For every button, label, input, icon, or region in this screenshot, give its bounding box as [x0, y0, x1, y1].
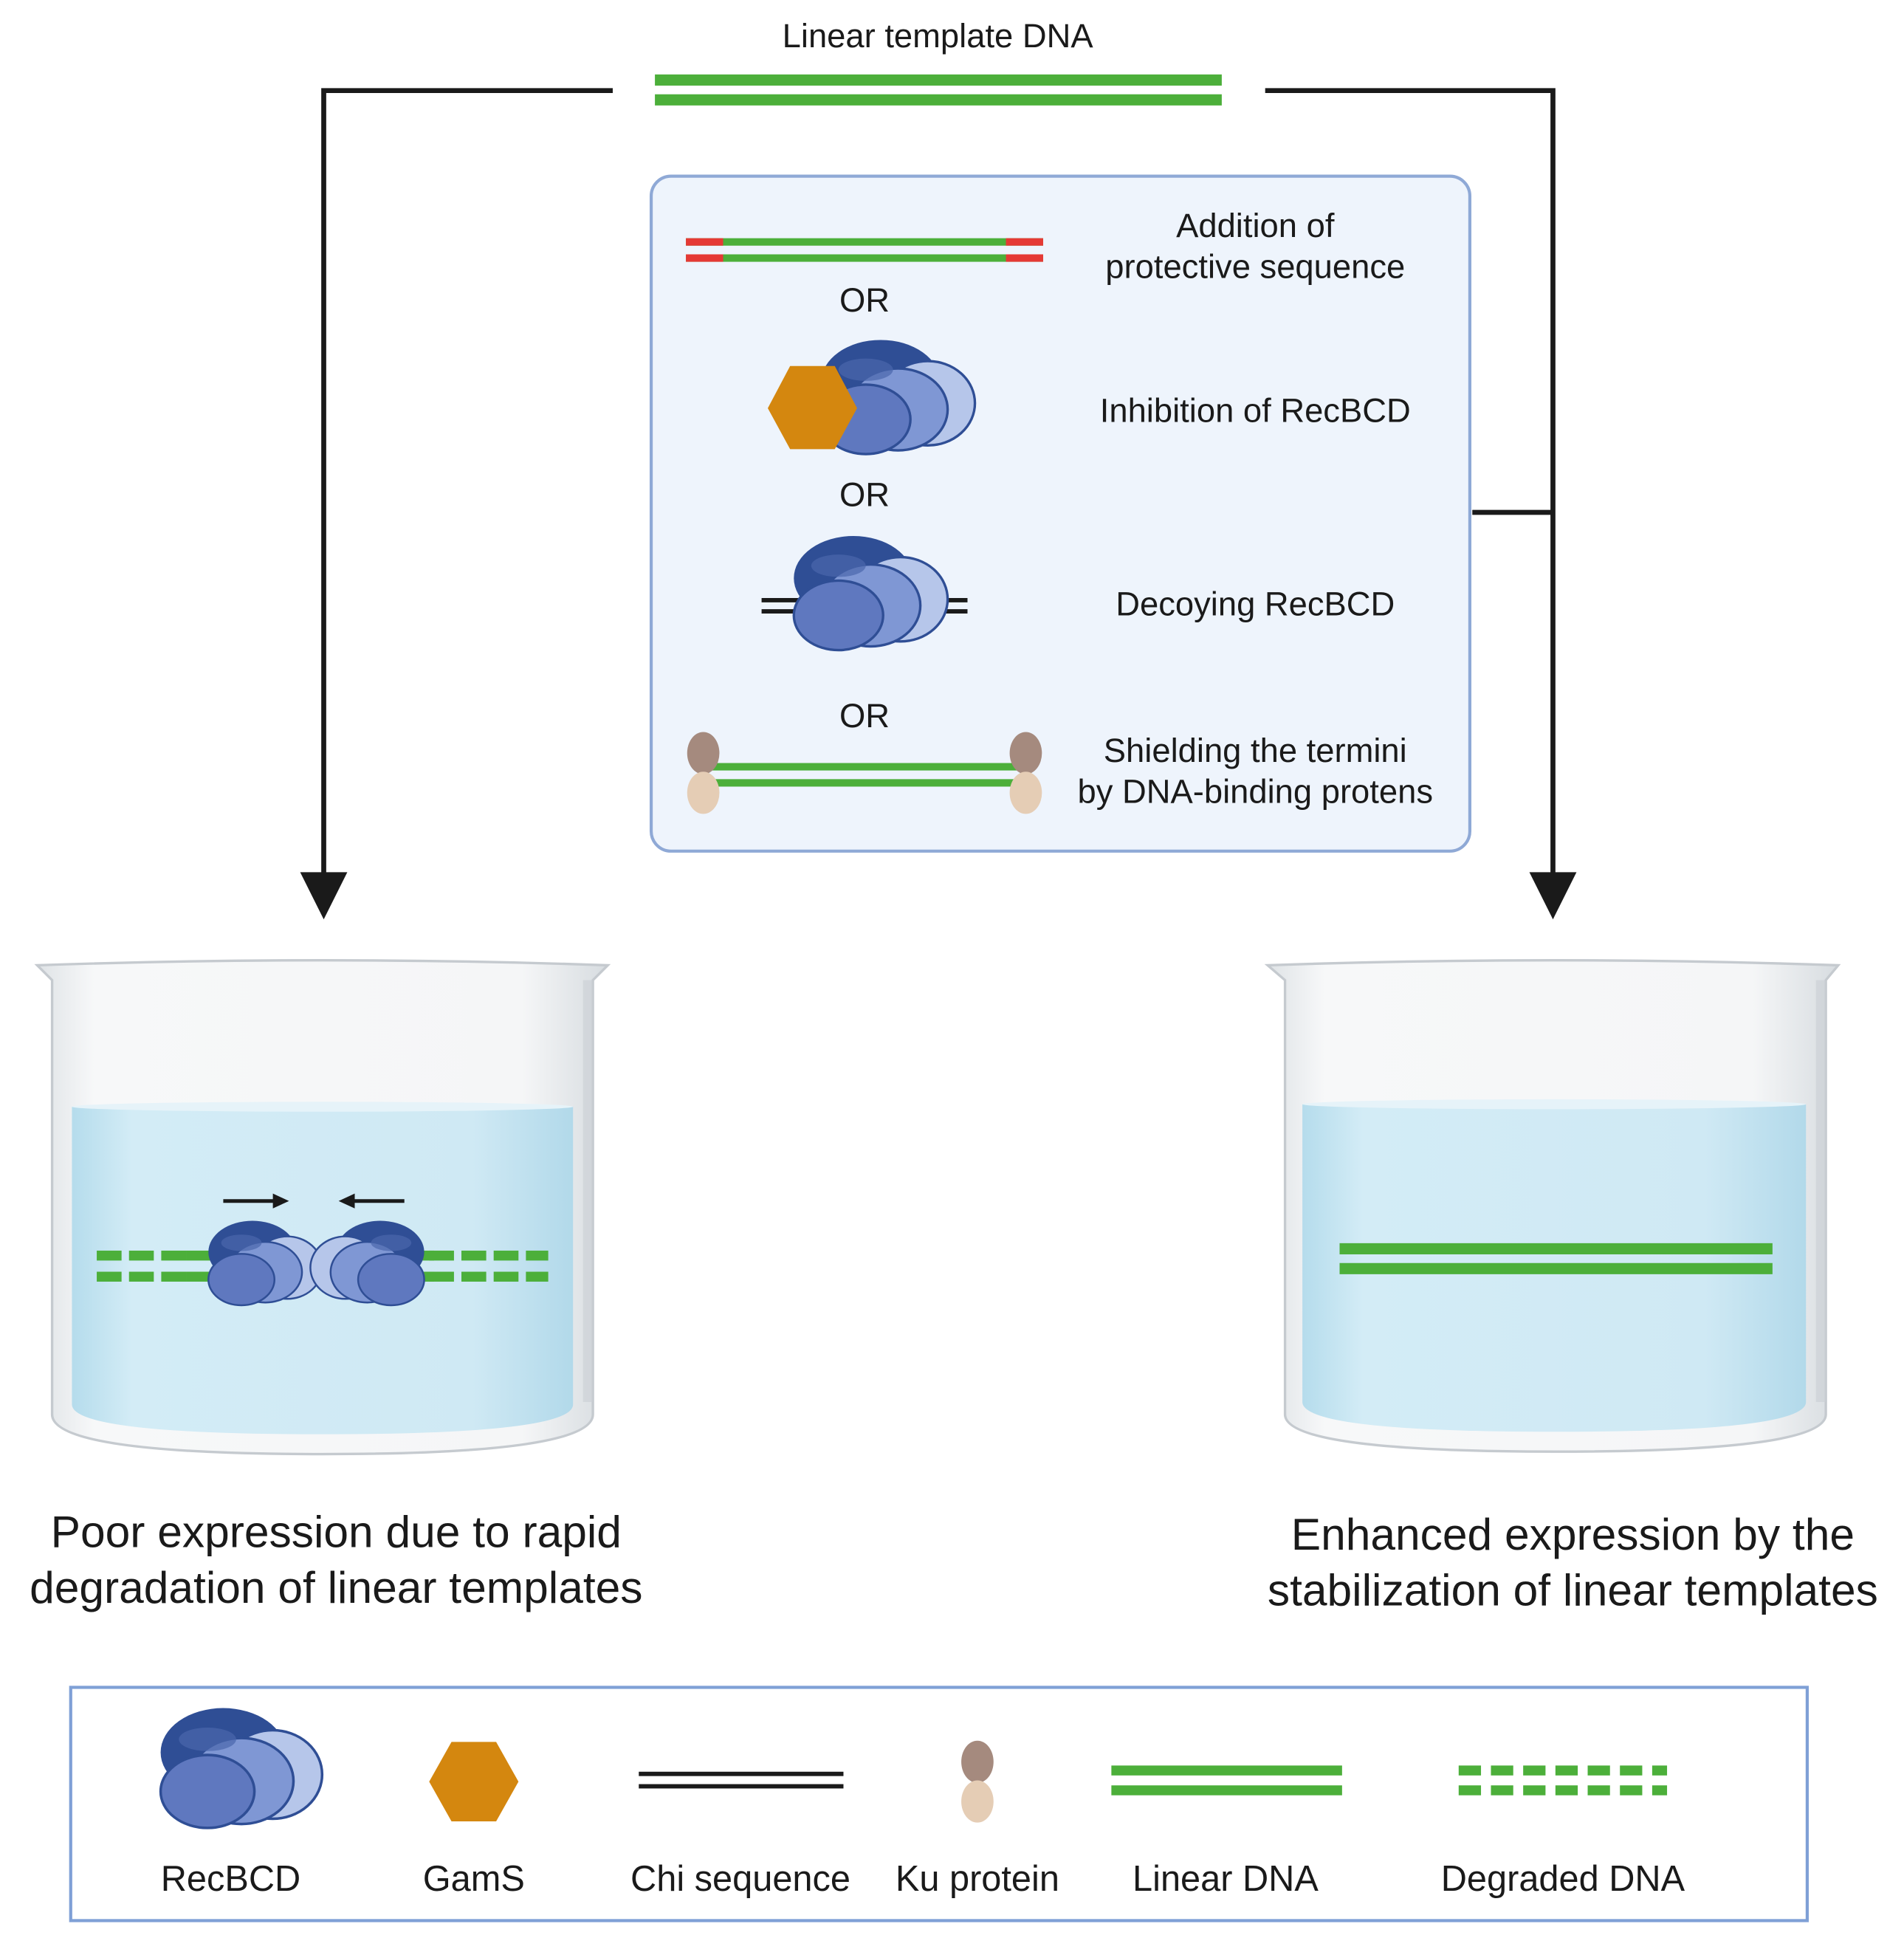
left-beaker — [34, 959, 611, 1456]
or-separator-2: OR — [839, 476, 890, 514]
right-flow-arrow — [1265, 88, 1577, 920]
left-flow-arrow — [300, 88, 613, 920]
protective-sequence-dna — [686, 238, 1043, 262]
left-outcome-line1: Poor expression due to rapid — [51, 1507, 622, 1557]
right-outcome-line1: Enhanced expression by the — [1291, 1509, 1855, 1559]
legend-linear-label: Linear DNA — [1133, 1859, 1319, 1899]
header-label: Linear template DNA — [783, 17, 1094, 55]
legend-gams-icon — [429, 1742, 519, 1821]
legend-gams-label: GamS — [423, 1859, 525, 1899]
degraded-dna-left — [97, 1250, 187, 1282]
recbcd-decoy-icon — [761, 535, 968, 652]
right-beaker — [1264, 959, 1841, 1453]
legend-box — [69, 1686, 1810, 1923]
legend-linear-dna-icon — [1111, 1765, 1342, 1796]
ku-shielded-dna — [687, 732, 1042, 814]
legend-degraded-dna-icon — [1458, 1765, 1668, 1796]
legend-recbcd-label: RecBCD — [161, 1859, 300, 1899]
direction-arrow-right — [223, 1193, 289, 1209]
shielding-label-line1: Shielding the termini — [1104, 732, 1407, 769]
or-separator-3: OR — [839, 697, 890, 735]
or-separator-1: OR — [839, 281, 890, 319]
header-linear-dna — [655, 74, 1222, 106]
shielding-label-line2: by DNA-binding protens — [1078, 772, 1434, 810]
left-outcome-line2: degradation of linear templates — [30, 1562, 642, 1612]
protective-label-line1: Addition of — [1176, 207, 1335, 244]
degraded-dna-right — [429, 1250, 549, 1282]
direction-arrow-left — [338, 1193, 405, 1209]
recbcd-inhibited-icon — [767, 338, 977, 456]
inhibition-label: Inhibition of RecBCD — [1100, 391, 1411, 429]
legend-degraded-label: Degraded DNA — [1441, 1859, 1685, 1899]
right-outcome-line2: stabilization of linear templates — [1268, 1565, 1878, 1615]
stabilized-linear-dna — [1339, 1243, 1773, 1274]
legend-chi-icon — [639, 1771, 844, 1789]
protective-label-line2: protective sequence — [1105, 247, 1405, 285]
legend-ku-label: Ku protein — [896, 1859, 1059, 1899]
legend-chi-label: Chi sequence — [630, 1859, 850, 1899]
decoy-label: Decoying RecBCD — [1116, 585, 1395, 623]
